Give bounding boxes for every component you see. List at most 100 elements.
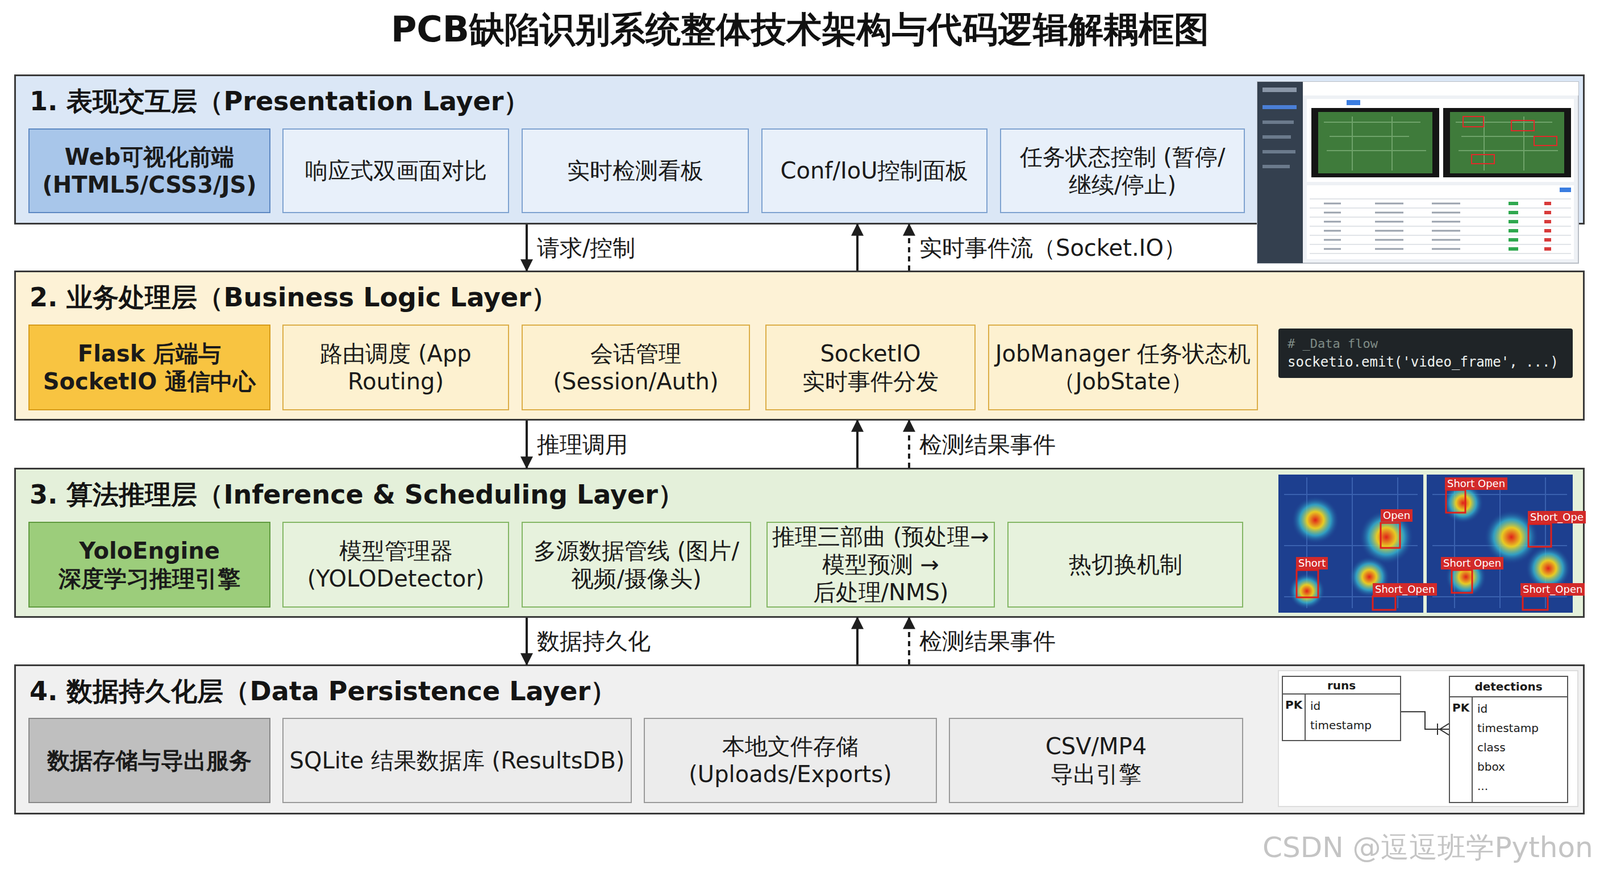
layer-heading: 2. 业务处理层（Business Logic Layer）	[29, 280, 558, 316]
flow-arrow	[856, 617, 859, 665]
component-box: 路由调度 (App Routing)	[282, 324, 510, 411]
box-text-wrap: Web可视化前端 (HTML5/CSS3/JS)	[29, 143, 270, 199]
box-text-wrap: 任务状态控制 (暂停/继续/停止)	[1001, 143, 1244, 199]
component-box: 多源数据管线 (图片/视频/摄像头)	[521, 521, 752, 608]
defect-tag: Short Open	[1440, 556, 1504, 570]
primary-key: PK	[1452, 700, 1470, 715]
component-box: YoloEngine 深度学习推理引擎	[28, 521, 271, 608]
box-text-wrap: 本地文件存储 (Uploads/Exports)	[644, 732, 936, 789]
event-arrow	[907, 617, 911, 665]
box-text-wrap: 响应式双画面对比	[300, 156, 492, 185]
layer-band: 2. 业务处理层（Business Logic Layer） Flask 后端与 …	[14, 270, 1585, 421]
box-label: YoloEngine 深度学习推理引擎	[29, 536, 270, 593]
component-box: Web可视化前端 (HTML5/CSS3/JS)	[28, 128, 271, 214]
box-text-wrap: 实时检测看板	[562, 156, 708, 185]
component-box: 任务状态控制 (暂停/继续/停止)	[1000, 128, 1245, 214]
defect-tag: Short Open	[1444, 477, 1508, 490]
edge-label: 实时事件流（Socket.IO）	[919, 231, 1187, 264]
box-text-wrap: SQLite 结果数据库 (ResultsDB)	[285, 746, 630, 775]
component-box: Flask 后端与 SocketIO 通信中心	[28, 324, 271, 411]
layer-band: 4. 数据持久化层（Data Persistence Layer） 数据存储与导出…	[14, 664, 1585, 815]
table-field-column: idtimestamp	[1305, 694, 1400, 740]
box-label: Flask 后端与 SocketIO 通信中心	[29, 339, 270, 396]
table-field: id	[1477, 700, 1563, 720]
flow-arrow	[525, 617, 528, 665]
defect-tag: Open	[1380, 509, 1413, 522]
box-label: 本地文件存储 (Uploads/Exports)	[644, 732, 936, 789]
defect-tag: Short_Ope	[1527, 510, 1586, 524]
component-box: 本地文件存储 (Uploads/Exports)	[643, 717, 937, 803]
event-arrow	[907, 420, 911, 468]
component-box: JobManager 任务状态机（JobState）	[988, 324, 1258, 411]
table-field: class	[1477, 739, 1563, 759]
table-field: bbox	[1477, 758, 1563, 778]
edge-label: 检测结果事件	[919, 428, 1056, 460]
db-table: runsPKidtimestamp	[1281, 675, 1402, 741]
component-box: 模型管理器 (YOLODetector)	[282, 521, 510, 608]
defect-tag: Short	[1296, 556, 1328, 570]
table-name: runs	[1282, 676, 1400, 695]
flow-arrow	[856, 224, 859, 271]
diagram-title: PCB缺陷识别系统整体技术架构与代码逻辑解耦框图	[0, 5, 1600, 54]
layer-band: 1. 表现交互层（Presentation Layer）Web可视化前端 (HT…	[14, 74, 1585, 225]
box-text-wrap: 多源数据管线 (图片/视频/摄像头)	[522, 536, 750, 593]
edge-label: 推理调用	[536, 428, 628, 460]
flow-arrow	[525, 224, 528, 271]
table-field: timestamp	[1310, 717, 1396, 737]
box-text-wrap: CSV/MP4 导出引擎	[1006, 732, 1186, 789]
edge-label: 数据持久化	[536, 625, 651, 657]
primary-key: PK	[1285, 697, 1303, 712]
defect-tag: Short_Open	[1372, 582, 1437, 596]
box-text-wrap: 路由调度 (App Routing)	[283, 339, 508, 396]
event-arrow	[907, 224, 911, 271]
box-label: 任务状态控制 (暂停/继续/停止)	[1001, 143, 1244, 199]
table-key-column: PK	[1282, 694, 1306, 740]
box-label: 会话管理 (Session/Auth)	[522, 339, 749, 396]
box-text-wrap: Flask 后端与 SocketIO 通信中心	[29, 339, 270, 396]
edge-label: 请求/控制	[536, 231, 636, 264]
table-field: ...	[1477, 777, 1563, 798]
component-box: SQLite 结果数据库 (ResultsDB)	[282, 717, 632, 803]
box-label: SQLite 结果数据库 (ResultsDB)	[285, 746, 630, 775]
box-text-wrap: YoloEngine 深度学习推理引擎	[29, 536, 270, 593]
box-label: 响应式双画面对比	[300, 156, 492, 185]
code-snippet: # _Data flow socketio.emit('video_frame',…	[1278, 328, 1573, 378]
box-text-wrap: 推理三部曲 (预处理→模型预测 →后处理/NMS)	[767, 522, 994, 606]
box-text-wrap: JobManager 任务状态机（JobState）	[989, 339, 1257, 396]
box-label: Web可视化前端 (HTML5/CSS3/JS)	[29, 143, 270, 199]
box-label: CSV/MP4 导出引擎	[1006, 732, 1186, 789]
box-text-wrap: 模型管理器 (YOLODetector)	[283, 536, 508, 593]
table-field: id	[1310, 697, 1396, 718]
code-comment: # _Data flow	[1287, 336, 1564, 351]
table-name: detections	[1450, 676, 1568, 698]
layer-band: 3. 算法推理层（Inference & Scheduling Layer） Yo…	[14, 467, 1585, 618]
component-box: SocketIO 实时事件分发	[765, 324, 976, 411]
component-box: 实时检测看板	[521, 128, 749, 214]
component-box: CSV/MP4 导出引擎	[948, 717, 1244, 803]
box-text-wrap: 热切换机制	[1064, 550, 1187, 579]
box-label: JobManager 任务状态机（JobState）	[989, 339, 1257, 396]
layer-heading: 4. 数据持久化层（Data Persistence Layer）	[29, 673, 617, 710]
watermark: CSDN @逗逗班学Python	[1262, 828, 1594, 867]
box-label: 路由调度 (App Routing)	[283, 339, 508, 396]
box-text-wrap: 数据存储与导出服务	[42, 746, 257, 775]
table-body: PKidtimestampclassbbox...	[1450, 697, 1568, 802]
db-table: detectionsPKidtimestampclassbbox...	[1448, 675, 1569, 803]
box-label: 实时检测看板	[562, 156, 708, 185]
layer-heading: 3. 算法推理层（Inference & Scheduling Layer）	[29, 477, 685, 513]
flow-arrow	[856, 420, 859, 468]
table-body: PKidtimestamp	[1282, 694, 1400, 740]
component-box: Conf/IoU控制面板	[761, 128, 988, 214]
box-text-wrap: SocketIO 实时事件分发	[766, 339, 975, 396]
table-key-column: PK	[1450, 697, 1473, 802]
flow-arrow	[525, 420, 528, 468]
code-line: socketio.emit('video_frame', ...)	[1287, 353, 1564, 370]
component-box: 响应式双画面对比	[282, 128, 510, 214]
box-label: 多源数据管线 (图片/视频/摄像头)	[522, 536, 750, 593]
box-text-wrap: 会话管理 (Session/Auth)	[522, 339, 749, 396]
box-label: Conf/IoU控制面板	[776, 156, 974, 185]
component-box: 会话管理 (Session/Auth)	[521, 324, 750, 411]
component-box: 推理三部曲 (预处理→模型预测 →后处理/NMS)	[766, 521, 995, 608]
box-label: SocketIO 实时事件分发	[766, 339, 975, 396]
